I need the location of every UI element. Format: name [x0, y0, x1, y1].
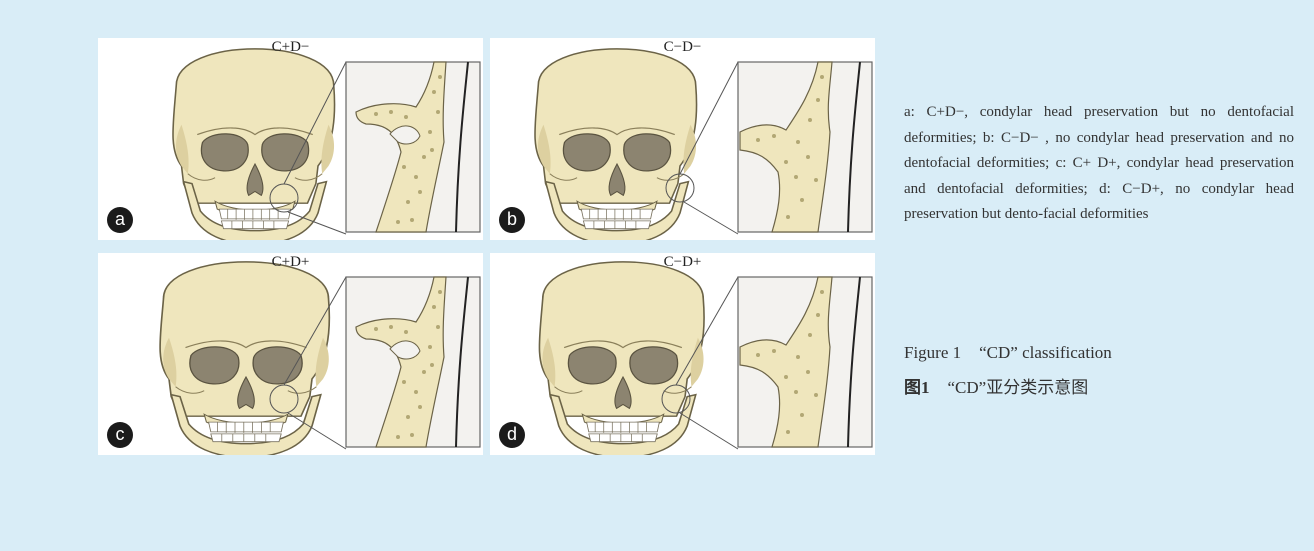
skull-illustration — [490, 38, 875, 240]
figure-title-en: “CD” classification — [979, 343, 1112, 362]
panel-letter: d — [499, 422, 525, 448]
figure-legend: a: C+D−, condylar head preservation but … — [904, 100, 1294, 228]
panel-letter: a — [107, 207, 133, 233]
panel-title: C+D− — [98, 39, 483, 56]
figure-caption-en: Figure 1 “CD” classification — [904, 343, 1112, 363]
figure-caption-zh: 图1 “CD”亚分类示意图 — [904, 373, 1088, 398]
panel-a: C+D− a — [98, 38, 483, 240]
panel-title: C−D+ — [490, 254, 875, 271]
figure-label-zh: 图1 — [904, 378, 930, 397]
panel-title: C+D+ — [98, 254, 483, 271]
panel-letter: c — [107, 422, 133, 448]
skull-illustration — [98, 253, 483, 455]
figure-title-zh: “CD”亚分类示意图 — [948, 378, 1089, 397]
panel-c: C+D+ c — [98, 253, 483, 455]
skull-illustration — [98, 38, 483, 240]
panel-title: C−D− — [490, 39, 875, 56]
panel-letter: b — [499, 207, 525, 233]
figure-label-en: Figure 1 — [904, 343, 961, 362]
panel-b: C−D− b — [490, 38, 875, 240]
skull-illustration — [490, 253, 875, 455]
panel-d: C−D+ d — [490, 253, 875, 455]
